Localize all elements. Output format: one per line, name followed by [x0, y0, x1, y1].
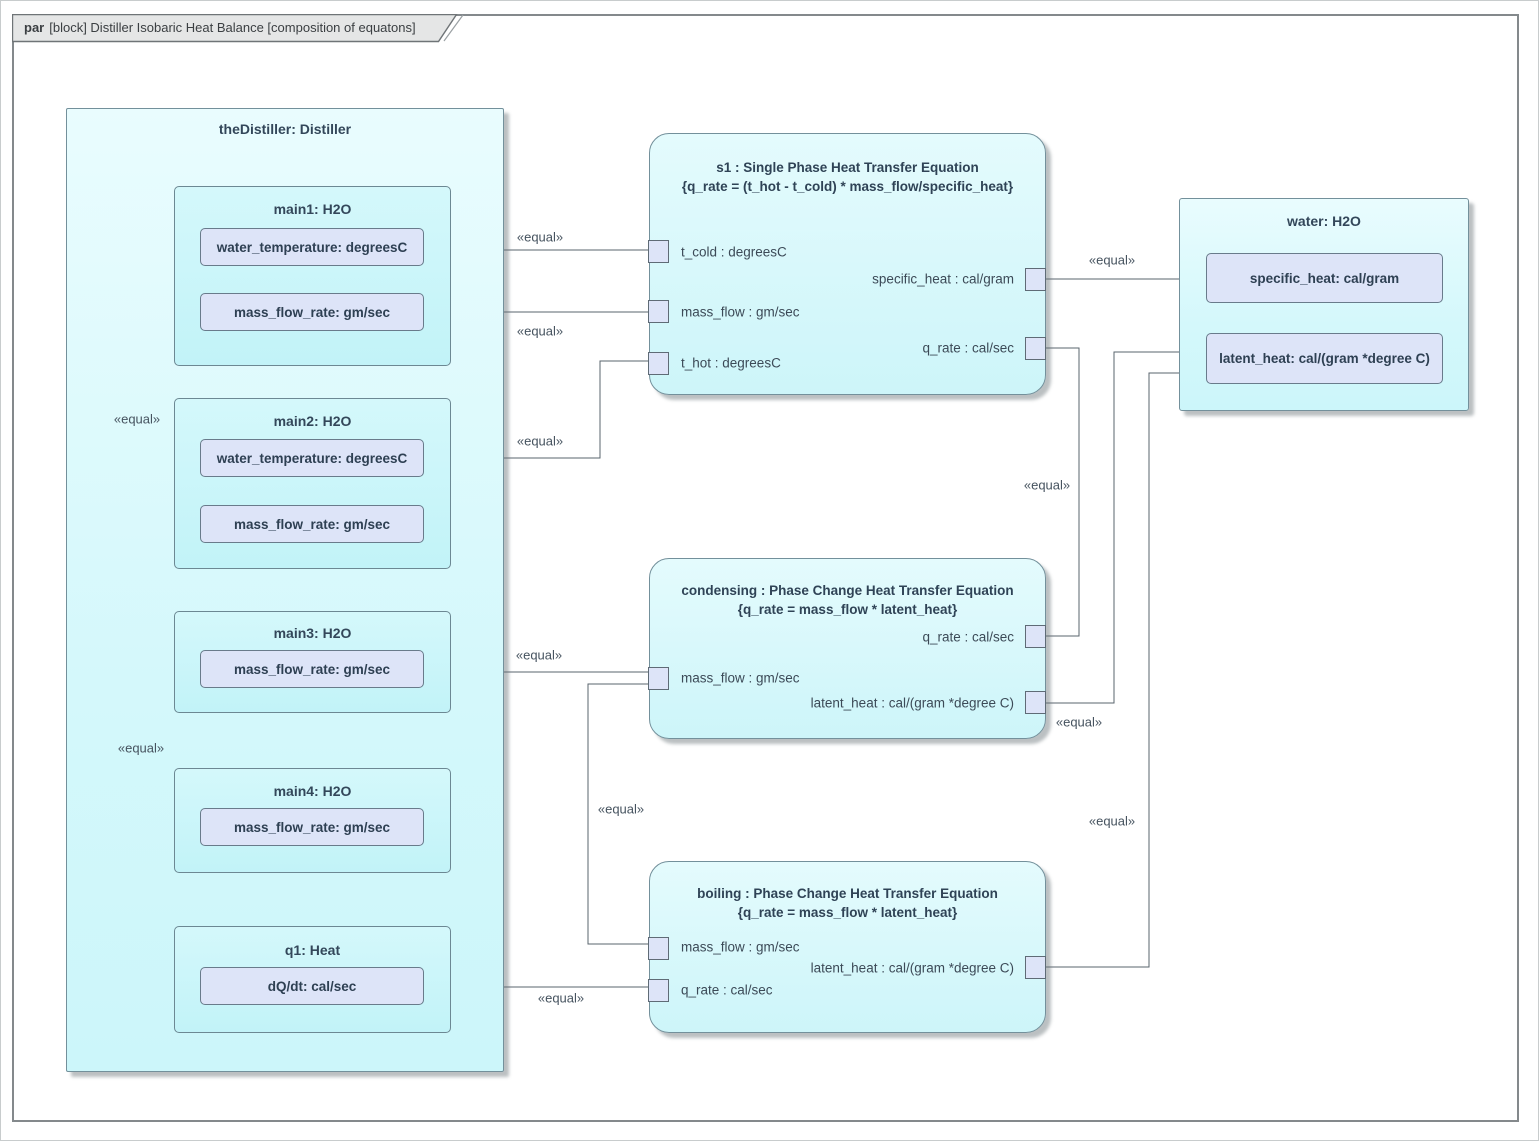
property-main3-mass-flow-rate[interactable]: mass_flow_rate: gm/sec	[200, 650, 424, 688]
equal-stereotype-label: «equal»	[1088, 813, 1136, 829]
constraint-s1-equation: {q_rate = (t_hot - t_cold) * mass_flow/s…	[681, 179, 1014, 194]
property-q1-dq-dt[interactable]: dQ/dt: cal/sec	[200, 967, 424, 1005]
equal-connector-boillheat-waterlheat[interactable]	[1046, 372, 1206, 968]
port-label-boiling-mass-flow: mass_flow : gm/sec	[681, 939, 800, 955]
equal-stereotype-label: «equal»	[537, 990, 585, 1006]
port-label-s1-t-cold: t_cold : degreesC	[681, 244, 787, 260]
equal-connector-condlheat-waterlheat[interactable]	[1046, 351, 1206, 704]
constraint-s1-title: s1 : Single Phase Heat Transfer Equation	[716, 160, 979, 175]
constraint-boiling-title: boiling : Phase Change Heat Transfer Equ…	[697, 886, 998, 901]
diagram-frame	[12, 14, 1519, 1122]
property-water-latent-heat[interactable]: latent_heat: cal/(gram *degree C)	[1206, 333, 1443, 384]
port-boiling-mass-flow[interactable]	[648, 937, 669, 960]
property-main1-mass-flow-rate[interactable]: mass_flow_rate: gm/sec	[200, 293, 424, 331]
port-label-s1-t-hot: t_hot : degreesC	[681, 355, 781, 371]
equal-stereotype-label: «equal»	[113, 411, 161, 427]
port-boiling-latent-heat[interactable]	[1025, 956, 1046, 979]
block-main2[interactable]: main2: H2O	[174, 398, 451, 569]
port-s1-q-rate[interactable]	[1025, 337, 1046, 360]
constraint-condensing[interactable]: condensing : Phase Change Heat Transfer …	[649, 558, 1046, 739]
property-water-specific-heat[interactable]: specific_heat: cal/gram	[1206, 253, 1443, 303]
port-s1-specific-heat[interactable]	[1025, 268, 1046, 291]
port-label-boiling-latent-heat: latent_heat : cal/(gram *degree C)	[810, 960, 1014, 976]
constraint-condensing-equation: {q_rate = mass_flow * latent_heat}	[737, 602, 958, 617]
frame-title-text: par [block] Distiller Isobaric Heat Balan…	[24, 14, 416, 41]
port-label-s1-specific-heat: specific_heat : cal/gram	[872, 271, 1014, 287]
port-label-s1-q-rate: q_rate : cal/sec	[922, 340, 1014, 356]
port-condensing-mass-flow[interactable]	[648, 667, 669, 690]
port-label-boiling-q-rate: q_rate : cal/sec	[681, 982, 773, 998]
port-label-s1-mass-flow: mass_flow : gm/sec	[681, 304, 800, 320]
block-title-water: water: H2O	[1287, 213, 1361, 229]
port-s1-mass-flow[interactable]	[648, 300, 669, 323]
property-main4-mass-flow-rate[interactable]: mass_flow_rate: gm/sec	[200, 808, 424, 846]
constraint-s1[interactable]: s1 : Single Phase Heat Transfer Equation…	[649, 133, 1046, 395]
equal-connector-main2wt-s1thot[interactable]	[424, 360, 649, 459]
equal-stereotype-label: «equal»	[516, 433, 564, 449]
block-title-q1: q1: Heat	[284, 942, 341, 958]
property-main2-water-temperature[interactable]: water_temperature: degreesC	[200, 439, 424, 477]
equal-stereotype-label: «equal»	[1055, 714, 1103, 730]
block-title-main2: main2: H2O	[273, 413, 352, 429]
port-label-condensing-latent-heat: latent_heat : cal/(gram *degree C)	[810, 695, 1014, 711]
equal-stereotype-label: «equal»	[1023, 477, 1071, 493]
frame-title-tab	[12, 14, 464, 43]
equal-stereotype-label: «equal»	[516, 229, 564, 245]
port-condensing-latent-heat[interactable]	[1025, 691, 1046, 714]
block-title-main4: main4: H2O	[273, 783, 352, 799]
equal-connector-s1qrate-condqrate[interactable]	[1046, 347, 1080, 637]
equal-stereotype-label: «equal»	[516, 323, 564, 339]
property-main1-water-temperature[interactable]: water_temperature: degreesC	[200, 228, 424, 266]
equal-stereotype-label: «equal»	[117, 740, 165, 756]
port-boiling-q-rate[interactable]	[648, 979, 669, 1002]
port-s1-t-cold[interactable]	[648, 240, 669, 263]
block-title-main3: main3: H2O	[273, 625, 352, 641]
block-title-main1: main1: H2O	[273, 201, 352, 217]
block-main1[interactable]: main1: H2O	[174, 186, 451, 366]
frame-tab-shape	[12, 14, 458, 43]
equal-stereotype-label: «equal»	[597, 801, 645, 817]
block-title-thedistiller: theDistiller: Distiller	[218, 121, 352, 137]
property-main2-mass-flow-rate[interactable]: mass_flow_rate: gm/sec	[200, 505, 424, 543]
frame-kind-keyword: par	[24, 20, 45, 35]
port-label-condensing-mass-flow: mass_flow : gm/sec	[681, 670, 800, 686]
equal-stereotype-label: «equal»	[515, 647, 563, 663]
port-label-condensing-q-rate: q_rate : cal/sec	[922, 629, 1014, 645]
equal-connector-condmassflow-boilmassflow[interactable]	[587, 683, 649, 945]
port-s1-t-hot[interactable]	[648, 352, 669, 375]
frame-title: [block] Distiller Isobaric Heat Balance …	[49, 20, 416, 35]
constraint-boiling[interactable]: boiling : Phase Change Heat Transfer Equ…	[649, 861, 1046, 1033]
constraint-boiling-equation: {q_rate = mass_flow * latent_heat}	[737, 905, 958, 920]
constraint-condensing-title: condensing : Phase Change Heat Transfer …	[681, 583, 1014, 598]
port-condensing-q-rate[interactable]	[1025, 625, 1046, 648]
equal-stereotype-label: «equal»	[1088, 252, 1136, 268]
